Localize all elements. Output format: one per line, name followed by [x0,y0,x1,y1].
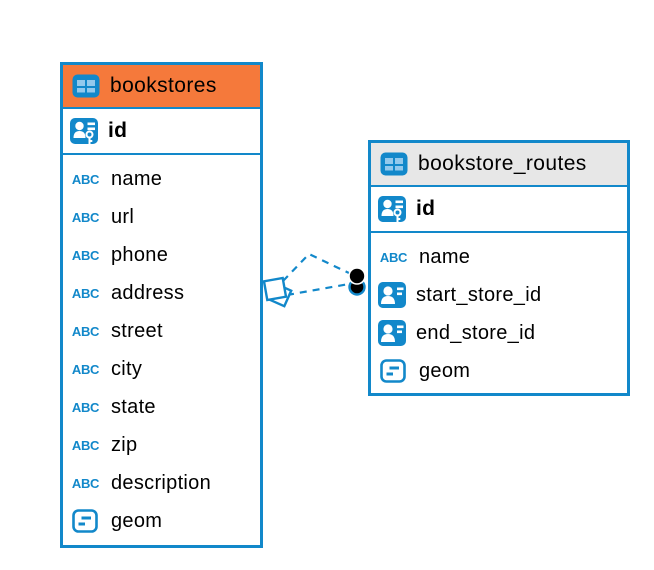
primary-key-icon [70,118,98,145]
column-name: name [419,245,471,268]
table-icon [380,152,408,176]
table-header[interactable]: bookstore_routes [371,143,627,187]
primary-key-icon [378,196,406,223]
primary-key-row[interactable]: id [63,109,260,155]
relation-endpoint-dot[interactable] [348,267,366,285]
column-name: street [111,319,163,342]
column-name: start_store_id [416,283,542,306]
column-name: name [111,167,163,190]
column-list: ABC name ABC url ABC phone ABC address A… [63,155,260,540]
column-row[interactable]: ABC city [70,350,253,388]
column-name: city [111,357,143,380]
text-type-icon: ABC [71,437,100,453]
column-name: address [111,281,185,304]
column-name: phone [111,243,169,266]
text-type-icon: ABC [71,285,100,301]
column-row[interactable]: start_store_id [378,276,620,314]
text-type-icon: ABC [71,399,100,415]
column-name: description [111,471,212,494]
column-row[interactable]: end_store_id [378,314,620,352]
table-icon [72,74,100,98]
text-type-icon: ABC [71,171,100,187]
relationship-connector[interactable] [250,238,374,322]
column-row[interactable]: ABC url [70,198,253,236]
text-type-icon: ABC [71,247,100,263]
text-type-icon: ABC [71,475,100,491]
column-row[interactable]: geom [378,352,620,390]
table-title: bookstore_routes [418,152,587,175]
column-list: ABC name start_store_id end_store_id geo… [371,233,627,390]
column-row[interactable]: ABC description [70,464,253,502]
column-row[interactable]: ABC street [70,312,253,350]
column-row[interactable]: ABC address [70,274,253,312]
column-name: geom [419,359,471,382]
column-row[interactable]: ABC phone [70,236,253,274]
column-row[interactable]: geom [70,502,253,540]
column-name: id [108,119,128,142]
column-name: geom [111,509,163,532]
text-type-icon: ABC [71,209,100,225]
text-type-icon: ABC [71,323,100,339]
relation-source-handle[interactable] [262,276,288,302]
table-title: bookstores [110,74,217,97]
table-bookstores[interactable]: bookstores id ABC name ABC url ABC phone… [60,62,263,548]
column-name: state [111,395,156,418]
geometry-type-icon [380,359,406,383]
column-name: end_store_id [416,321,536,344]
column-name: zip [111,433,138,456]
table-header[interactable]: bookstores [63,65,260,109]
geometry-type-icon [72,509,98,533]
relation-line-1[interactable] [282,252,352,282]
column-row[interactable]: ABC zip [70,426,253,464]
column-name: id [416,197,436,220]
foreign-key-icon [378,282,406,308]
text-type-icon: ABC [379,249,408,265]
foreign-key-icon [378,320,406,346]
column-row[interactable]: ABC name [70,160,253,198]
column-row[interactable]: ABC state [70,388,253,426]
text-type-icon: ABC [71,361,100,377]
column-row[interactable]: ABC name [378,238,620,276]
table-bookstore-routes[interactable]: bookstore_routes id ABC name start_store… [368,140,630,396]
relation-line-2[interactable] [286,282,350,297]
column-name: url [111,205,135,228]
primary-key-row[interactable]: id [371,187,627,233]
